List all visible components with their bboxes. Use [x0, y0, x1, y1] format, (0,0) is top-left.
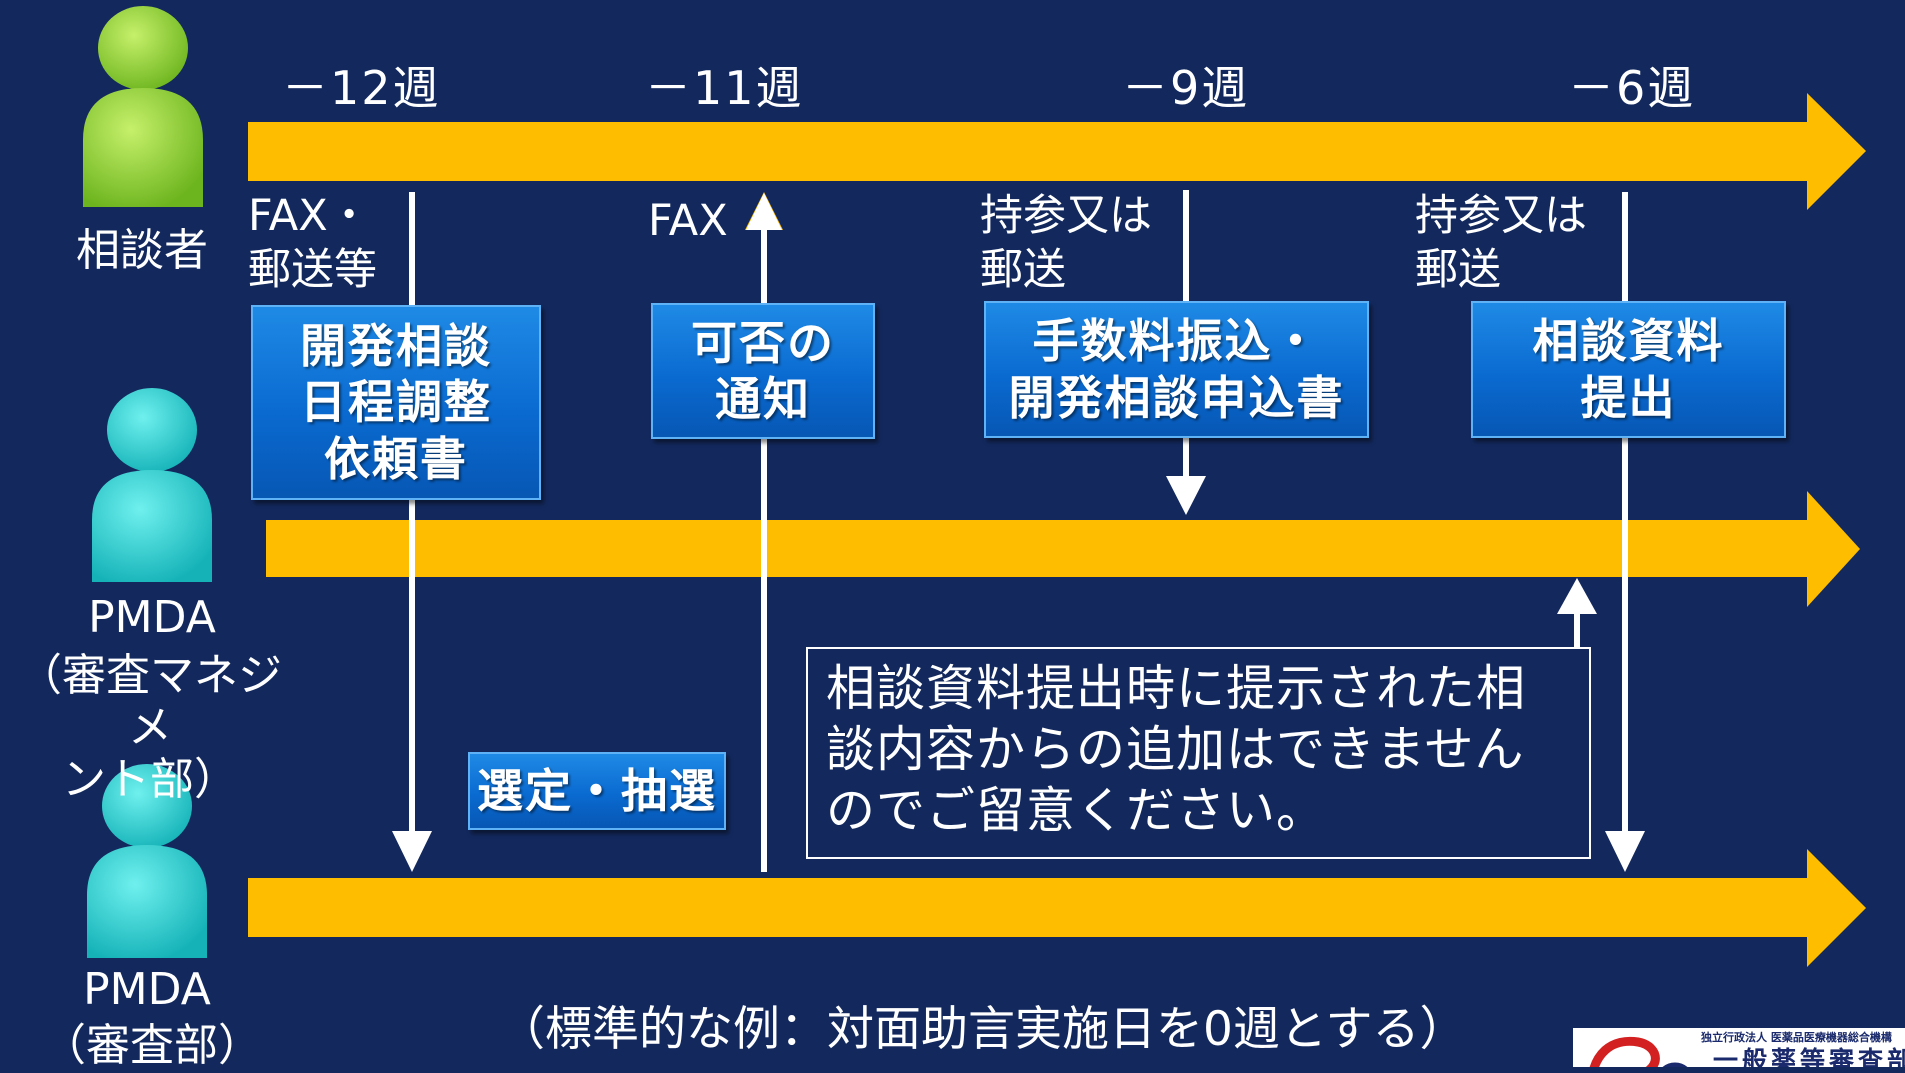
schedule-request-box: 開発相談 日程調整 依頼書 [251, 305, 541, 500]
notification-box: 可否の 通知 [651, 303, 875, 439]
pmda-mgmt-timeline-arrow [266, 491, 1860, 607]
pmda-mgmt-name: PMDA [88, 592, 216, 643]
week-label-9: －9週 [1122, 61, 1250, 115]
consultant-person-icon [83, 6, 203, 207]
consultant-timeline-arrow [248, 93, 1866, 210]
pmda-review-name: PMDA [83, 964, 211, 1015]
method-bring-or-mail-9w: 持参又は 郵送 [980, 191, 1152, 295]
pmda-logo: 独立行政法人 医薬品医療機器総合機構 一般薬等審査部 [1573, 1028, 1905, 1067]
note-arrowhead-up [1557, 578, 1597, 614]
week-label-12: －12週 [282, 61, 441, 115]
method-bring-or-mail-6w: 持参又は 郵送 [1415, 191, 1587, 295]
arrowhead-up-11w-inner [746, 193, 782, 230]
pmda-review-person-icon [87, 764, 207, 958]
selection-lottery-box: 選定・抽選 [468, 752, 726, 830]
consultant-label: 相談者 [76, 225, 208, 276]
week-label-6: －6週 [1568, 61, 1696, 115]
pmda-mgmt-person-icon [92, 388, 212, 582]
method-fax: FAX [648, 196, 728, 246]
pmda-logo-org: 独立行政法人 医薬品医療機器総合機構 [1701, 1031, 1892, 1044]
arrowhead-down-6w [1605, 831, 1645, 872]
materials-submission-box: 相談資料 提出 [1471, 301, 1786, 438]
fee-application-box: 手数料振込・ 開発相談申込書 [984, 301, 1369, 438]
pmda-review-dept: （審査部） [42, 1020, 262, 1071]
week-label-11: －11週 [645, 61, 804, 115]
pmda-logo-mark-icon [1589, 1036, 1688, 1067]
pmda-review-timeline-arrow [248, 849, 1866, 967]
arrowhead-down-9w [1166, 476, 1206, 515]
pmda-mgmt-dept: （審査マネジメ ント部） [18, 650, 282, 805]
arrowhead-down-12w [392, 831, 432, 872]
footer-caption: （標準的な例：対面助言実施日を0週とする） [498, 1002, 1467, 1057]
pmda-logo-dept: 一般薬等審査部 [1713, 1046, 1905, 1067]
method-fax-mail: FAX・ 郵送等 [248, 191, 377, 295]
note-box: 相談資料提出時に提示された相談内容からの追加はできませんのでご留意ください。 [806, 647, 1591, 859]
